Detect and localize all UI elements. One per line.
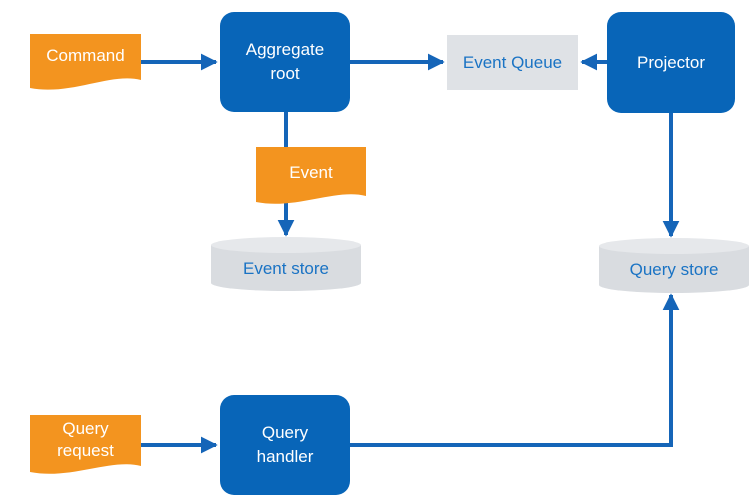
event-store-cylinder <box>211 237 361 291</box>
aggregate-root-box <box>220 12 350 112</box>
query-store-cylinder <box>599 238 749 293</box>
query-handler-box <box>220 395 350 495</box>
event-document-shape <box>256 147 366 204</box>
event-queue-box <box>447 35 578 90</box>
edges <box>141 53 680 454</box>
edge-handler-to-query-store <box>350 293 680 447</box>
query-request-document-shape <box>30 415 141 474</box>
command-document-shape <box>30 34 141 90</box>
projector-box <box>607 12 735 113</box>
